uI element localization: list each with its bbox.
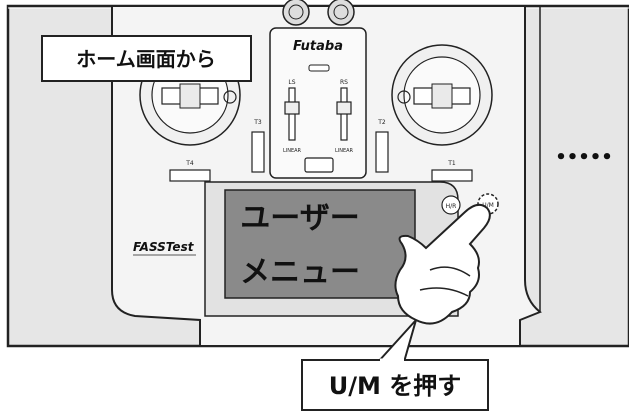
- hr-button[interactable]: [441, 195, 461, 215]
- fasstest-logo: FASSTest: [133, 240, 195, 254]
- center-button[interactable]: [304, 157, 334, 173]
- lever-label-rs: RS: [340, 79, 348, 86]
- top-callout-box: [41, 35, 252, 82]
- lcd-screen: [224, 189, 416, 299]
- lcd-line-menu: メニュー: [240, 255, 360, 290]
- trim-label-t4: T4: [185, 160, 194, 167]
- pointing-hand-icon: [394, 203, 491, 325]
- bottom-callout-box: [301, 359, 489, 411]
- bottom-callout-text: U/M を押す: [329, 372, 462, 400]
- trim-label-t2: T2: [377, 119, 386, 126]
- ellipsis: •••••: [555, 147, 613, 168]
- linear-label-right: LINEAR: [335, 148, 354, 154]
- top-knob-left: [282, 0, 310, 26]
- trim-t4[interactable]: [169, 169, 211, 182]
- hr-button-label: H/R: [446, 203, 457, 210]
- trim-t2[interactable]: [375, 131, 389, 173]
- linear-label-left: LINEAR: [283, 148, 302, 154]
- um-button-label: U/M: [482, 202, 494, 209]
- brand-logo: Futaba: [293, 39, 343, 54]
- trim-label-t1: T1: [447, 160, 456, 167]
- lever-label-ls: LS: [288, 79, 295, 86]
- trim-t1[interactable]: [431, 169, 473, 182]
- lcd-line-user: ユーザー: [240, 201, 359, 236]
- top-knob-right: [327, 0, 355, 26]
- trim-t3[interactable]: [251, 131, 265, 173]
- top-callout-text: ホーム画面から: [76, 47, 215, 71]
- trim-label-t3: T3: [253, 119, 262, 126]
